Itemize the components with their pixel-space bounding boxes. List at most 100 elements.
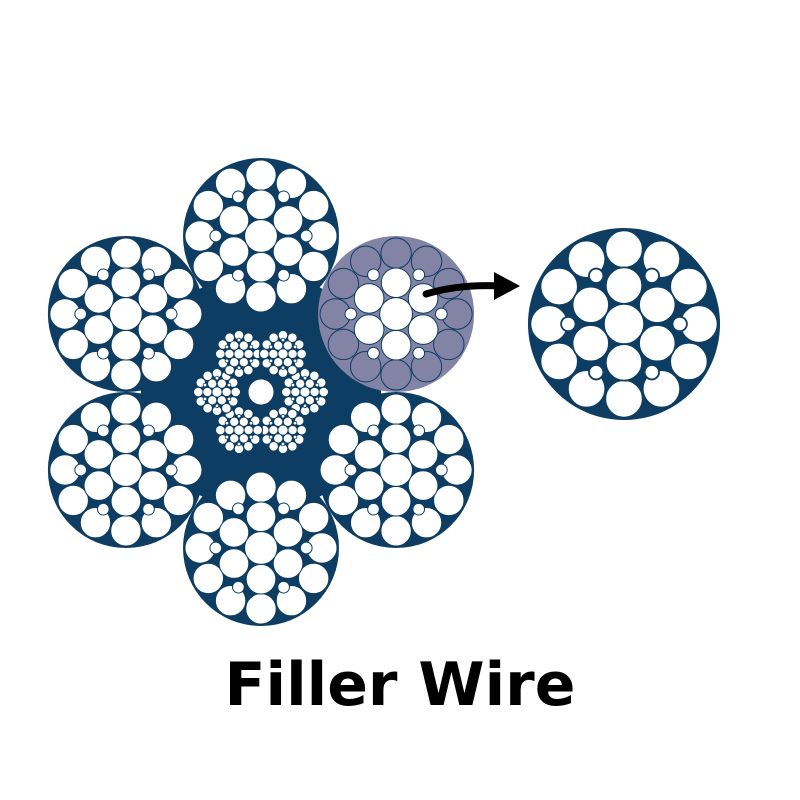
inner-wire [309, 387, 320, 397]
inner-wire [268, 348, 279, 359]
filler-wire [292, 420, 298, 426]
filler-wire [344, 307, 358, 321]
filler-wire [367, 424, 380, 438]
outer-wire [268, 441, 279, 452]
outer-wire [309, 370, 320, 381]
inner-wire [272, 548, 304, 579]
outer-wire [296, 425, 307, 436]
inner-wire [353, 314, 385, 345]
detail-strand [528, 228, 720, 420]
outer-wire [245, 281, 277, 313]
inner-wire [218, 548, 250, 579]
outer-wire [433, 328, 465, 361]
center-wire [379, 297, 413, 331]
outer-wire [57, 267, 89, 300]
outer-wire [243, 365, 254, 376]
outer-wire [604, 379, 644, 419]
filler-wire [412, 502, 426, 516]
wire-rope-cross-section [47, 158, 475, 626]
inner-wire [407, 439, 439, 470]
filler-wire [248, 434, 254, 440]
filler-wire [671, 315, 688, 333]
filler-wire-strand-detail [528, 228, 720, 420]
filler-wire [412, 424, 426, 438]
filler-wire [643, 364, 660, 381]
arrow-head [494, 272, 520, 300]
outer-wire [243, 441, 254, 452]
filler-wire [280, 337, 286, 343]
filler-wire [214, 375, 220, 381]
center-wire [602, 302, 646, 346]
filler-wire [214, 403, 220, 409]
filler-wire [292, 344, 298, 350]
filler-wire [164, 307, 178, 321]
core-strand [259, 329, 307, 378]
filler-wire [367, 346, 380, 360]
inner-wire [638, 324, 677, 363]
inner-wire [353, 439, 385, 470]
outer-wire [202, 403, 213, 414]
inner-wire [83, 314, 115, 345]
filler-wire [314, 396, 320, 402]
inner-wire [110, 485, 142, 517]
outer-wire [268, 365, 279, 376]
filler-wire [268, 344, 274, 350]
inner-wire [380, 423, 412, 455]
filler-wire [142, 346, 155, 360]
outer-wire [192, 189, 225, 222]
filler-wire [96, 424, 110, 438]
center-wire [211, 386, 223, 398]
outer-wire [193, 386, 204, 398]
outer-wire [327, 423, 360, 456]
filler-wire [280, 441, 286, 447]
inner-wire [272, 236, 304, 267]
outer-wire [327, 267, 360, 300]
filler-wire [164, 463, 178, 477]
filler-wire [299, 541, 313, 555]
arrow-shaft [422, 282, 504, 298]
outer-wire [268, 408, 279, 419]
inner-wire [407, 283, 439, 314]
inner-wire [83, 470, 115, 501]
inner-wire [137, 439, 169, 470]
outer-wire [230, 386, 241, 398]
outer-wire [245, 471, 277, 503]
filler-wire [232, 268, 245, 282]
inner-wire [229, 340, 240, 351]
outer-wire [327, 484, 360, 517]
filler-wire [236, 365, 242, 371]
center-wire [244, 219, 278, 253]
inner-wire [295, 378, 306, 389]
filler-wire [248, 420, 254, 426]
filler-wire [142, 424, 155, 438]
outer-wire [110, 359, 142, 391]
outer-wire [110, 393, 142, 425]
inner-wire [304, 395, 315, 406]
filler-wire [142, 268, 155, 282]
inner-wire [83, 283, 115, 314]
inner-wire [243, 425, 254, 436]
outer-wire [268, 332, 279, 343]
filler-wire [232, 502, 245, 516]
inner-wire [571, 285, 610, 324]
outer-wire [224, 332, 235, 343]
filler-wire [290, 396, 296, 402]
inner-wire [229, 357, 240, 368]
outer-wire [297, 189, 330, 222]
filler-wire [236, 413, 242, 419]
filler-wire [292, 434, 298, 440]
outer-strand [183, 158, 339, 314]
inner-wire [137, 314, 169, 345]
core-strand [193, 368, 241, 416]
inner-wire [380, 267, 412, 299]
filler-wire [412, 346, 426, 360]
inner-wire [571, 324, 610, 363]
inner-wire [202, 387, 213, 397]
outer-strand [318, 392, 475, 548]
filler-wire [226, 396, 232, 402]
filler-wire [290, 382, 296, 388]
outer-wire [162, 423, 195, 456]
outer-wire [669, 266, 709, 307]
inner-wire [380, 485, 412, 517]
